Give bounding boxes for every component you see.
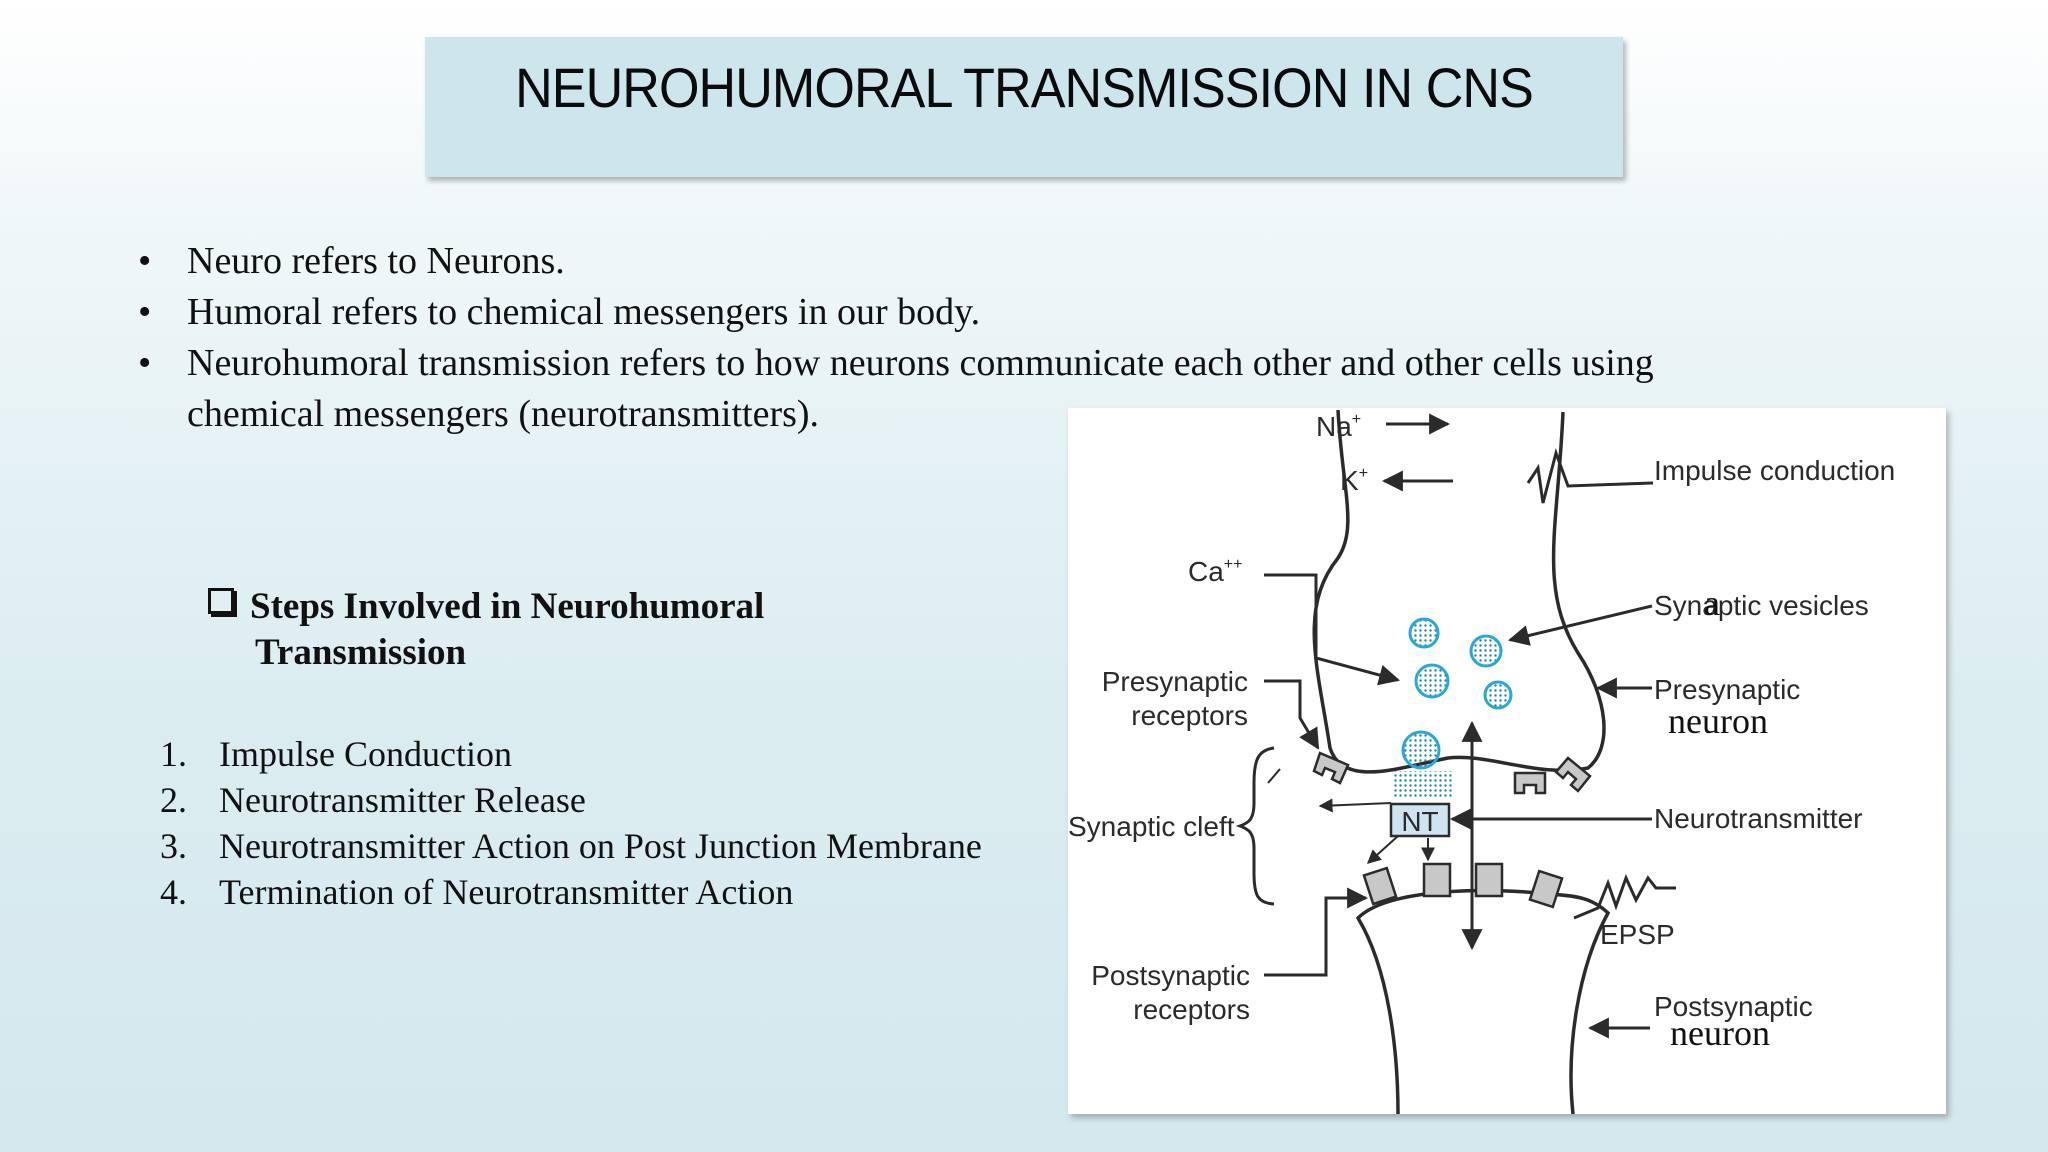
presynaptic-receptor xyxy=(1513,771,1547,795)
bullet-text: Neuro refers to Neurons. xyxy=(187,240,565,282)
label-presyn-receptors-2: receptors xyxy=(1131,700,1248,731)
step-text: Neurotransmitter Action on Post Junction… xyxy=(219,826,982,866)
vesicle xyxy=(1401,730,1441,770)
bullet-text: Neurohumoral transmission refers to how … xyxy=(187,342,1654,435)
steps-heading-line2: Transmission xyxy=(255,632,467,673)
step-number: 4. xyxy=(160,872,187,912)
steps-heading: Steps Involved in Neurohumoral Transmiss… xyxy=(208,584,764,676)
postsynaptic-receptor xyxy=(1422,862,1452,898)
step-number: 2. xyxy=(160,780,187,820)
cleft-brace xyxy=(1235,746,1275,906)
step-number: 3. xyxy=(160,826,187,866)
label-na: Na+ xyxy=(1316,411,1361,442)
impulse-squiggle xyxy=(1526,447,1654,504)
label-epsp: EPSP xyxy=(1600,919,1675,950)
step-item: 2. Neurotransmitter Release xyxy=(160,777,982,823)
checkbox-square-icon xyxy=(208,588,234,614)
synapse-diagram: Na+ K+ Ca++ NT xyxy=(1068,408,1946,1114)
label-k: K+ xyxy=(1340,465,1368,496)
steps-list: 1. Impulse Conduction 2. Neurotransmitter … xyxy=(160,731,982,915)
label-nt: NT xyxy=(1401,806,1438,837)
bullet-glyph: • xyxy=(138,342,152,384)
bullet-glyph: • xyxy=(138,291,152,333)
step-item: 3. Neurotransmitter Action on Post Juncti… xyxy=(160,823,982,869)
synapse-diagram-svg: Na+ K+ Ca++ NT xyxy=(1068,409,1895,1114)
label-postsyn-neuron-1: Postsynaptic xyxy=(1654,991,1813,1022)
vesicle xyxy=(1414,663,1450,699)
epsp-squiggle xyxy=(1573,874,1676,920)
bullet-item: • Neurohumoral transmission refers to how… xyxy=(130,338,2010,440)
bullet-item: • Neuro refers to Neurons. xyxy=(130,236,2010,287)
label-vesicles-overlay: a xyxy=(1704,583,1720,623)
label-presyn-receptors-1: Presynaptic xyxy=(1102,666,1248,697)
title-banner: NEUROHUMORAL TRANSMISSION IN CNS xyxy=(425,37,1623,177)
label-synaptic-vesicles: Synaptic vesicles xyxy=(1654,590,1869,621)
label-ca: Ca++ xyxy=(1188,556,1242,587)
step-number: 1. xyxy=(160,734,187,774)
label-presyn-neuron-1: Presynaptic xyxy=(1654,674,1800,705)
bullet-item: • Humoral refers to chemical messengers i… xyxy=(130,287,2010,338)
vesicle xyxy=(1469,634,1503,668)
label-postsyn-neuron-2: neuron xyxy=(1670,1013,1770,1053)
label-synaptic-cleft: Synaptic cleft xyxy=(1068,811,1235,842)
label-postsyn-receptors-1: Postsynaptic xyxy=(1091,960,1250,991)
presynaptic-receptor xyxy=(1312,751,1350,785)
presynaptic-membrane xyxy=(1312,409,1606,774)
vesicle xyxy=(1483,680,1513,710)
step-item: 1. Impulse Conduction xyxy=(160,731,982,777)
step-item: 4. Termination of Neurotransmitter Action xyxy=(160,869,982,915)
released-neurotransmitter xyxy=(1394,771,1454,799)
nt-box xyxy=(1389,802,1451,838)
postsynaptic-receptor xyxy=(1528,869,1564,909)
vesicle xyxy=(1408,617,1440,649)
label-neurotransmitter: Neurotransmitter xyxy=(1654,803,1863,834)
step-text: Termination of Neurotransmitter Action xyxy=(219,872,794,912)
label-presyn-neuron-2: neuron xyxy=(1668,701,1768,741)
slide-title: NEUROHUMORAL TRANSMISSION IN CNS xyxy=(515,56,1534,119)
label-postsyn-receptors-2: receptors xyxy=(1133,994,1250,1025)
steps-heading-line1: Steps Involved in Neurohumoral xyxy=(250,586,765,627)
postsynaptic-receptor xyxy=(1362,866,1398,906)
presynaptic-receptor xyxy=(1554,756,1592,793)
step-text: Impulse Conduction xyxy=(219,734,512,774)
postsynaptic-receptor xyxy=(1474,862,1504,898)
bullet-text: Humoral refers to chemical messengers in… xyxy=(187,291,981,333)
step-text: Neurotransmitter Release xyxy=(219,780,586,820)
postsynaptic-membrane xyxy=(1355,888,1611,1114)
ca-arrow xyxy=(1264,573,1401,686)
label-impulse-conduction: Impulse conduction xyxy=(1654,455,1895,486)
intro-bullet-list: • Neuro refers to Neurons. • Humoral refer… xyxy=(130,236,2010,440)
bullet-glyph: • xyxy=(138,240,152,282)
